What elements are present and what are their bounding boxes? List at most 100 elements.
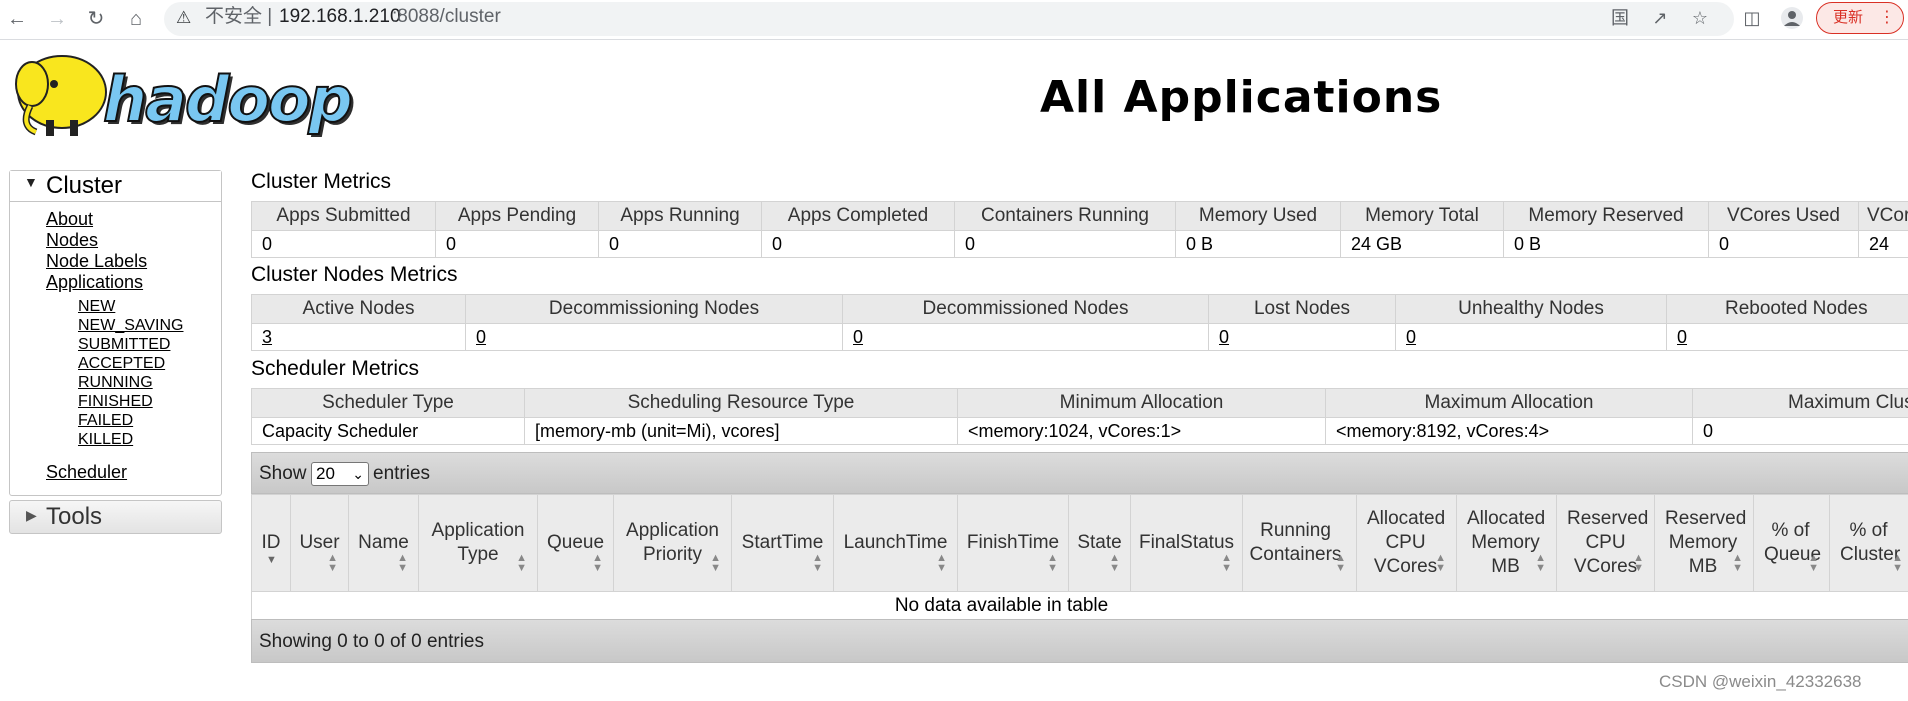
sort-icon: ▲▼ <box>1892 552 1903 574</box>
sidebar-link-scheduler[interactable]: Scheduler <box>46 462 128 482</box>
value-maximum-cluster-priority: 0 <box>1692 417 1908 445</box>
value-memory-total: 24 GB <box>1340 230 1504 258</box>
column-header-reserved-memory-mb[interactable]: Reserved Memory MB▲▼ <box>1654 494 1754 592</box>
header-minimum-allocation: Minimum Allocation <box>957 388 1326 418</box>
header-lost-nodes: Lost Nodes <box>1208 294 1396 324</box>
sidebar-state-killed[interactable]: KILLED <box>78 431 134 448</box>
insecure-label[interactable]: 不安全 | <box>205 6 273 27</box>
header-active-nodes: Active Nodes <box>251 294 466 324</box>
profile-avatar-icon[interactable] <box>1780 6 1804 30</box>
sort-desc-icon: ▼ <box>266 554 277 566</box>
share-icon[interactable]: ↗ <box>1652 8 1668 28</box>
svg-text:hadoop: hadoop <box>106 66 354 139</box>
cluster-nodes-metrics-table: Active Nodes Decommissioning Nodes Decom… <box>251 294 1908 351</box>
page-title: All Applications <box>1040 72 1443 123</box>
value-scheduling-resource-type: [memory-mb (unit=Mi), vcores] <box>524 417 958 445</box>
empty-table-message: No data available in table <box>251 591 1908 621</box>
sidebar-state-new[interactable]: NEW <box>78 298 116 315</box>
bookmark-star-icon[interactable]: ☆ <box>1691 8 1709 28</box>
value-apps-running: 0 <box>598 230 762 258</box>
hadoop-logo: hadoop hadoop <box>10 50 386 142</box>
home-icon[interactable]: ⌂ <box>129 8 143 30</box>
reload-icon[interactable]: ↻ <box>87 8 105 30</box>
column-header-finishtime[interactable]: FinishTime▲▼ <box>957 494 1069 592</box>
side-panel-icon[interactable]: ◫ <box>1743 8 1761 28</box>
value-unhealthy-nodes[interactable]: 0 <box>1395 323 1667 351</box>
header-rebooted-nodes: Rebooted Nodes <box>1666 294 1908 324</box>
sidebar-state-new-saving[interactable]: NEW_SAVING <box>78 317 184 334</box>
sidebar-link-node-labels[interactable]: Node Labels <box>46 251 148 271</box>
translate-icon[interactable]: 国 <box>1611 8 1629 28</box>
header-maximum-allocation: Maximum Allocation <box>1325 388 1693 418</box>
column-header-allocated-cpu-vcores[interactable]: Allocated CPU VCores▲▼ <box>1356 494 1457 592</box>
column-header-application-priority[interactable]: Application Priority▲▼ <box>613 494 732 592</box>
sidebar-state-submitted[interactable]: SUBMITTED <box>78 336 171 353</box>
column-header-id[interactable]: ID▼ <box>251 494 291 592</box>
sidebar-cluster-header[interactable]: ▼ Cluster <box>10 171 221 202</box>
column-header-percent-of-cluster[interactable]: % of Cluster▲▼ <box>1829 494 1908 592</box>
sidebar-link-nodes[interactable]: Nodes <box>46 230 99 250</box>
column-header-finalstatus[interactable]: FinalStatus▲▼ <box>1130 494 1243 592</box>
sidebar-state-running[interactable]: RUNNING <box>78 374 153 391</box>
column-header-reserved-cpu-vcores[interactable]: Reserved CPU VCores▲▼ <box>1556 494 1655 592</box>
column-header-user[interactable]: User▲▼ <box>290 494 349 592</box>
header-unhealthy-nodes: Unhealthy Nodes <box>1395 294 1667 324</box>
column-header-starttime[interactable]: StartTime▲▼ <box>731 494 834 592</box>
value-memory-used: 0 B <box>1175 230 1341 258</box>
column-header-application-type[interactable]: Application Type▲▼ <box>418 494 538 592</box>
sort-icon: ▲▼ <box>1808 552 1819 574</box>
scheduler-metrics-title: Scheduler Metrics <box>251 357 420 380</box>
sort-icon: ▲▼ <box>1335 552 1346 574</box>
forward-arrow-icon[interactable]: → <box>47 8 67 30</box>
svg-text:hadoop: hadoop <box>103 63 351 136</box>
sidebar-link-about[interactable]: About <box>46 209 94 229</box>
header-scheduling-resource-type: Scheduling Resource Type <box>524 388 958 418</box>
warning-triangle-icon[interactable]: ⚠ <box>176 8 192 27</box>
back-arrow-icon[interactable]: ← <box>7 8 27 30</box>
column-header-queue[interactable]: Queue▲▼ <box>537 494 614 592</box>
header-apps-running: Apps Running <box>598 201 762 231</box>
url-host[interactable]: 192.168.1.210 <box>279 6 401 27</box>
chevron-down-icon: ⌄ <box>352 466 364 482</box>
update-button[interactable]: 更新⋮ <box>1816 2 1904 34</box>
address-bar[interactable] <box>164 2 1734 36</box>
value-decommissioned-nodes[interactable]: 0 <box>842 323 1209 351</box>
column-header-percent-of-queue[interactable]: % of Queue▲▼ <box>1753 494 1830 592</box>
sidebar-state-finished[interactable]: FINISHED <box>78 393 153 410</box>
sort-icon: ▲▼ <box>710 552 721 574</box>
applications-table: ID▼ User▲▼ Name▲▼ Application Type▲▼ Que… <box>251 494 1908 621</box>
more-menu-icon[interactable]: ⋮ <box>1879 9 1895 26</box>
url-path[interactable]: :8088/cluster <box>392 6 501 27</box>
sidebar-state-failed[interactable]: FAILED <box>78 412 134 429</box>
column-header-name[interactable]: Name▲▼ <box>348 494 419 592</box>
value-rebooted-nodes[interactable]: 0 <box>1666 323 1908 351</box>
sidebar-tools-header[interactable]: ▶ Tools <box>9 500 222 534</box>
value-lost-nodes[interactable]: 0 <box>1208 323 1396 351</box>
sidebar-tools-label[interactable]: Tools <box>46 503 103 530</box>
column-header-allocated-memory-mb[interactable]: Allocated Memory MB▲▼ <box>1456 494 1557 592</box>
sort-icon: ▲▼ <box>397 552 408 574</box>
sidebar-state-accepted[interactable]: ACCEPTED <box>78 355 166 372</box>
sort-icon: ▲▼ <box>1535 552 1546 574</box>
sidebar-link-applications[interactable]: Applications <box>46 272 144 292</box>
sidebar-cluster-panel: ▼ Cluster About Nodes Node Labels Applic… <box>9 170 222 496</box>
value-active-nodes[interactable]: 3 <box>251 323 466 351</box>
column-header-running-containers[interactable]: Running Containers▲▼ <box>1242 494 1357 592</box>
header-maximum-cluster-priority: Maximum Cluster Application Priority <box>1692 388 1908 418</box>
sort-icon: ▲▼ <box>812 552 823 574</box>
cluster-metrics-title: Cluster Metrics <box>251 170 392 193</box>
sidebar-cluster-label[interactable]: Cluster <box>46 172 123 199</box>
header-scheduler-type: Scheduler Type <box>251 388 525 418</box>
value-minimum-allocation: <memory:1024, vCores:1> <box>957 417 1326 445</box>
sort-icon: ▲▼ <box>1221 552 1232 574</box>
value-decommissioning-nodes[interactable]: 0 <box>465 323 843 351</box>
value-apps-submitted: 0 <box>251 230 436 258</box>
column-header-launchtime[interactable]: LaunchTime▲▼ <box>833 494 958 592</box>
header-decommissioned-nodes: Decommissioned Nodes <box>842 294 1209 324</box>
header-memory-used: Memory Used <box>1175 201 1341 231</box>
table-length-toolbar: Show 20⌄ entries <box>251 452 1908 494</box>
page-length-select[interactable]: 20⌄ <box>311 462 369 486</box>
metrics-area: Apps Submitted Apps Pending Apps Running… <box>251 200 1908 470</box>
column-header-state[interactable]: State▲▼ <box>1068 494 1131 592</box>
cluster-nodes-metrics-title: Cluster Nodes Metrics <box>251 263 458 286</box>
